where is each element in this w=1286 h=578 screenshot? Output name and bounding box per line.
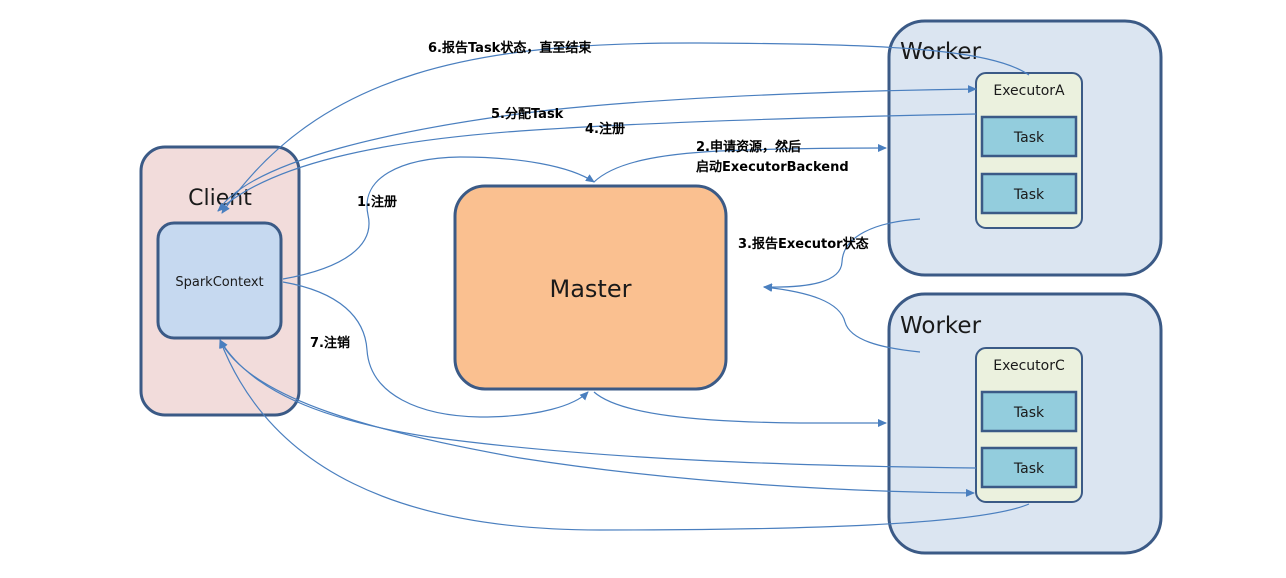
task-a1-node: Task bbox=[980, 115, 1078, 158]
edge-label-step5: 5.分配Task bbox=[491, 106, 564, 122]
edge-5-assign-task bbox=[217, 85, 977, 212]
task-c1-label: Task bbox=[1013, 405, 1045, 421]
edge-6-report-task bbox=[221, 42, 1030, 214]
edge-4-register bbox=[217, 113, 977, 212]
edge-1-register bbox=[282, 156, 595, 280]
task-c1-node: Task bbox=[980, 390, 1078, 433]
edge-label-step1: 1.注册 bbox=[357, 194, 397, 210]
master-node: Master bbox=[453, 184, 728, 391]
edge-label-step3: 3.报告Executor状态 bbox=[738, 236, 869, 252]
sparkcontext-node: SparkContext bbox=[156, 221, 283, 340]
task-a2-node: Task bbox=[980, 172, 1078, 215]
edge-label-step4: 4.注册 bbox=[585, 121, 625, 137]
task-a1-label: Task bbox=[1013, 130, 1045, 146]
edge-label-step6: 6.报告Task状态，直至结束 bbox=[428, 40, 592, 56]
edge-7-unregister bbox=[282, 281, 589, 418]
worker-bottom-label: Worker bbox=[900, 313, 982, 339]
edge-3-report-executor bbox=[763, 218, 921, 292]
edge-executor-c-to-client bbox=[219, 339, 1030, 531]
edge-client-to-task-c2 bbox=[219, 339, 975, 497]
edge-2-request-resources bbox=[593, 144, 887, 183]
master-label: Master bbox=[550, 275, 632, 303]
edge-task-c2-to-client bbox=[219, 339, 977, 469]
task-c2-node: Task bbox=[980, 446, 1078, 489]
executor-c-label: ExecutorC bbox=[993, 358, 1065, 374]
task-c2-label: Task bbox=[1013, 461, 1045, 477]
task-a2-label: Task bbox=[1013, 187, 1045, 203]
sparkcontext-label: SparkContext bbox=[175, 275, 263, 290]
edge-label-step2-line2: 启动ExecutorBackend bbox=[696, 159, 849, 175]
executor-a-label: ExecutorA bbox=[993, 83, 1065, 99]
edge-3b-report-executor bbox=[763, 283, 921, 353]
edge-label-step2-line1: 2.申请资源，然后 bbox=[696, 139, 801, 155]
edge-label-step7: 7.注销 bbox=[310, 335, 350, 351]
edge-2b-start-executor bbox=[593, 391, 887, 427]
